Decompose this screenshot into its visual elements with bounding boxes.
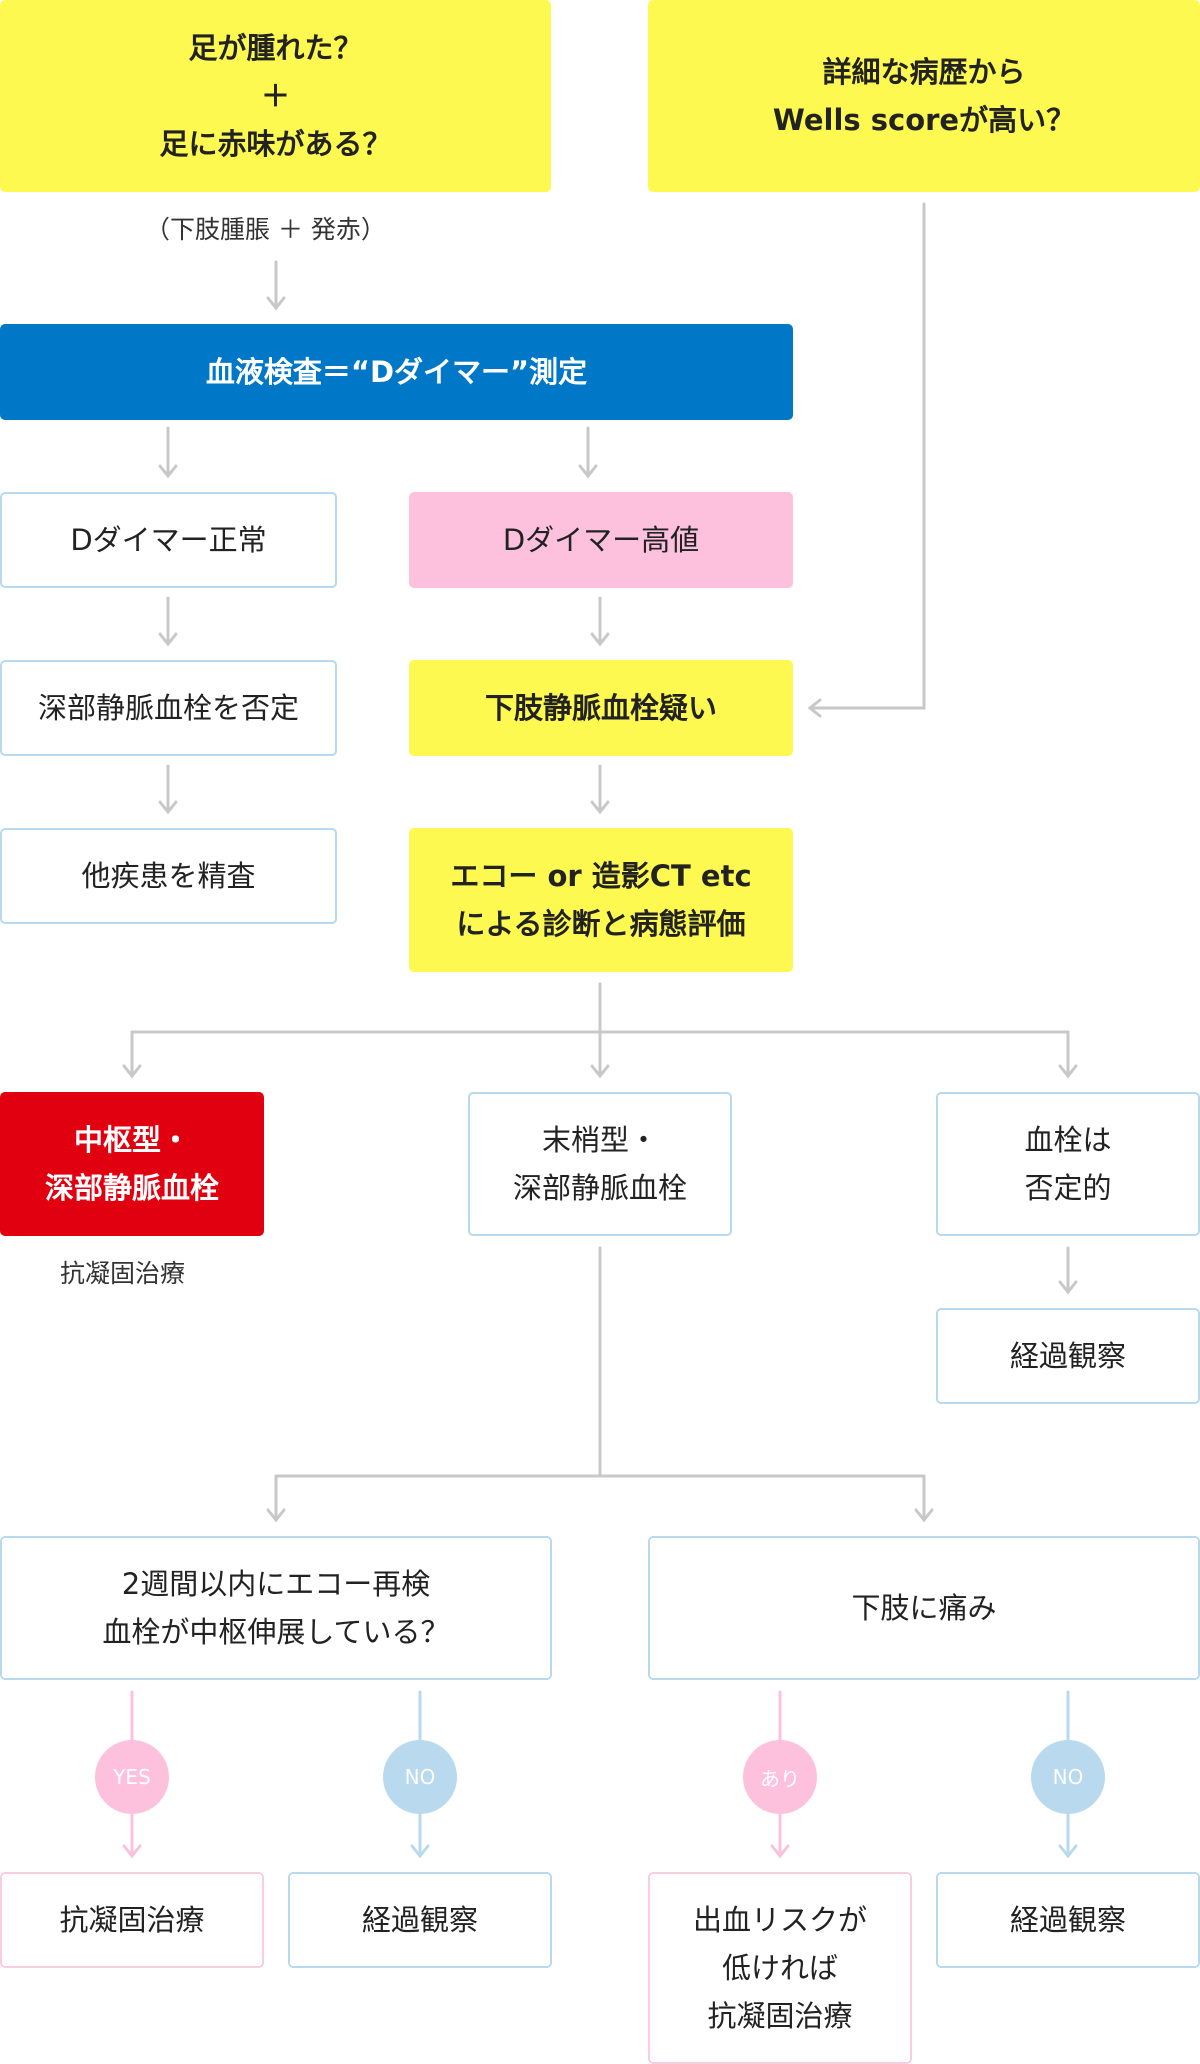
arrow-to-negative-arrowhead <box>1058 1064 1078 1079</box>
arrow-no-left-arrowhead <box>410 1844 430 1859</box>
symptom-line-2: 足に赤味がある？ <box>159 127 392 161</box>
symptom-plus: ＋ <box>260 79 290 113</box>
no-badge-left: NO <box>383 1740 457 1814</box>
leg-pain-box: 下肢に痛み <box>648 1536 1200 1680</box>
recheck-line-2: 血栓が中枢伸展している？ <box>102 1615 450 1649</box>
yes-badge: YES <box>95 1740 169 1814</box>
negative-line-1: 血栓は <box>1024 1123 1112 1157</box>
final-observation-box-right: 経過観察 <box>936 1872 1200 1968</box>
arrow-to-recheck-arrowhead <box>266 1508 286 1523</box>
echo-recheck-box: 2週間以内にエコー再検 血栓が中枢伸展している？ <box>0 1536 552 1680</box>
bleeding-risk-box: 出血リスクが 低ければ 抗凝固治療 <box>648 1872 912 2064</box>
wells-connector-arrowhead <box>807 698 822 718</box>
arrow-negative-to-observe-arrowhead <box>1058 1280 1078 1295</box>
dvt-excluded-box: 深部静脈血栓を否定 <box>0 660 337 756</box>
central-anticoag-note: 抗凝固治療 <box>60 1259 186 1288</box>
negative-observation-label: 経過観察 <box>1009 1339 1126 1373</box>
arrow-yes-arrowhead <box>122 1844 142 1859</box>
imaging-line-1: エコー or 造影CT etc <box>450 859 752 893</box>
arrow-suspect-to-eval-arrowhead <box>590 800 610 815</box>
arrow-ari-arrowhead <box>770 1844 790 1859</box>
imaging-line-2: による診断と病態評価 <box>456 907 746 941</box>
bleeding-line-1: 出血リスクが <box>692 1903 867 1937</box>
peripheral-line-2: 深部静脈血栓 <box>512 1171 687 1205</box>
arrow-to-peripheral-arrowhead <box>590 1064 610 1079</box>
d-dimer-normal-box: Dダイマー正常 <box>0 492 337 588</box>
d-dimer-normal-label: Dダイマー正常 <box>70 523 267 557</box>
wells-connector-line <box>808 202 926 710</box>
dvt-excluded-label: 深部静脈血栓を否定 <box>37 691 299 725</box>
symptom-question-box: 足が腫れた？ ＋ 足に赤味がある？ <box>0 0 551 192</box>
arrow-note-to-test-arrowhead <box>266 296 286 311</box>
arrow-test-to-high-arrowhead <box>578 464 598 479</box>
central-line-2: 深部静脈血栓 <box>44 1171 219 1205</box>
arrow-no-right-arrowhead <box>1058 1844 1078 1859</box>
arrow-normal-to-exclude-arrowhead <box>158 632 178 647</box>
symptom-line-1: 足が腫れた？ <box>188 31 363 65</box>
thrombus-negative-box: 血栓は 否定的 <box>936 1092 1200 1236</box>
arrow-to-central-arrowhead <box>122 1064 142 1079</box>
d-dimer-high-box: Dダイマー高値 <box>409 492 793 588</box>
final-observation-label-left: 経過観察 <box>361 1903 478 1937</box>
central-line-1: 中枢型・ <box>73 1123 190 1157</box>
arrow-to-pain-arrowhead <box>914 1508 934 1523</box>
symptom-note: （下肢腫脹 ＋ 発赤） <box>145 215 386 244</box>
final-observation-label-right: 経過観察 <box>1009 1903 1126 1937</box>
no-badge-right: NO <box>1031 1740 1105 1814</box>
wells-line-2: Wells scoreが高い？ <box>772 103 1076 137</box>
final-anticoag-label: 抗凝固治療 <box>59 1903 205 1937</box>
leg-pain-label: 下肢に痛み <box>851 1591 997 1625</box>
arrow-exclude-to-other-arrowhead <box>158 800 178 815</box>
dvt-suspected-label: 下肢静脈血栓疑い <box>484 691 717 725</box>
wells-line-1: 詳細な病歴から <box>822 55 1026 89</box>
imaging-evaluation-box: エコー or 造影CT etc による診断と病態評価 <box>409 828 793 972</box>
dvt-suspected-box: 下肢静脈血栓疑い <box>409 660 793 756</box>
bleeding-line-3: 抗凝固治療 <box>707 1999 853 2033</box>
recheck-line-1: 2週間以内にエコー再検 <box>121 1567 431 1601</box>
final-anticoag-box: 抗凝固治療 <box>0 1872 264 1968</box>
negative-line-2: 否定的 <box>1024 1171 1112 1205</box>
d-dimer-test-label: 血液検査＝“Dダイマー”測定 <box>205 355 588 389</box>
negative-observation-box: 経過観察 <box>936 1308 1200 1404</box>
bleeding-line-2: 低ければ <box>721 1951 838 1985</box>
final-observation-box-left: 経過観察 <box>288 1872 552 1968</box>
wells-score-question-box: 詳細な病歴から Wells scoreが高い？ <box>648 0 1200 192</box>
peripheral-line-1: 末梢型・ <box>541 1123 658 1157</box>
arrow-high-to-suspect-arrowhead <box>590 632 610 647</box>
arrow-test-to-normal-arrowhead <box>158 464 178 479</box>
peripheral-dvt-box: 末梢型・ 深部静脈血栓 <box>468 1092 732 1236</box>
other-disease-box: 他疾患を精査 <box>0 828 337 924</box>
d-dimer-high-label: Dダイマー高値 <box>502 523 700 557</box>
ari-badge: あり <box>743 1740 817 1814</box>
other-disease-label: 他疾患を精査 <box>81 859 256 893</box>
central-dvt-box: 中枢型・ 深部静脈血栓 <box>0 1092 264 1236</box>
d-dimer-test-box: 血液検査＝“Dダイマー”測定 <box>0 324 793 420</box>
